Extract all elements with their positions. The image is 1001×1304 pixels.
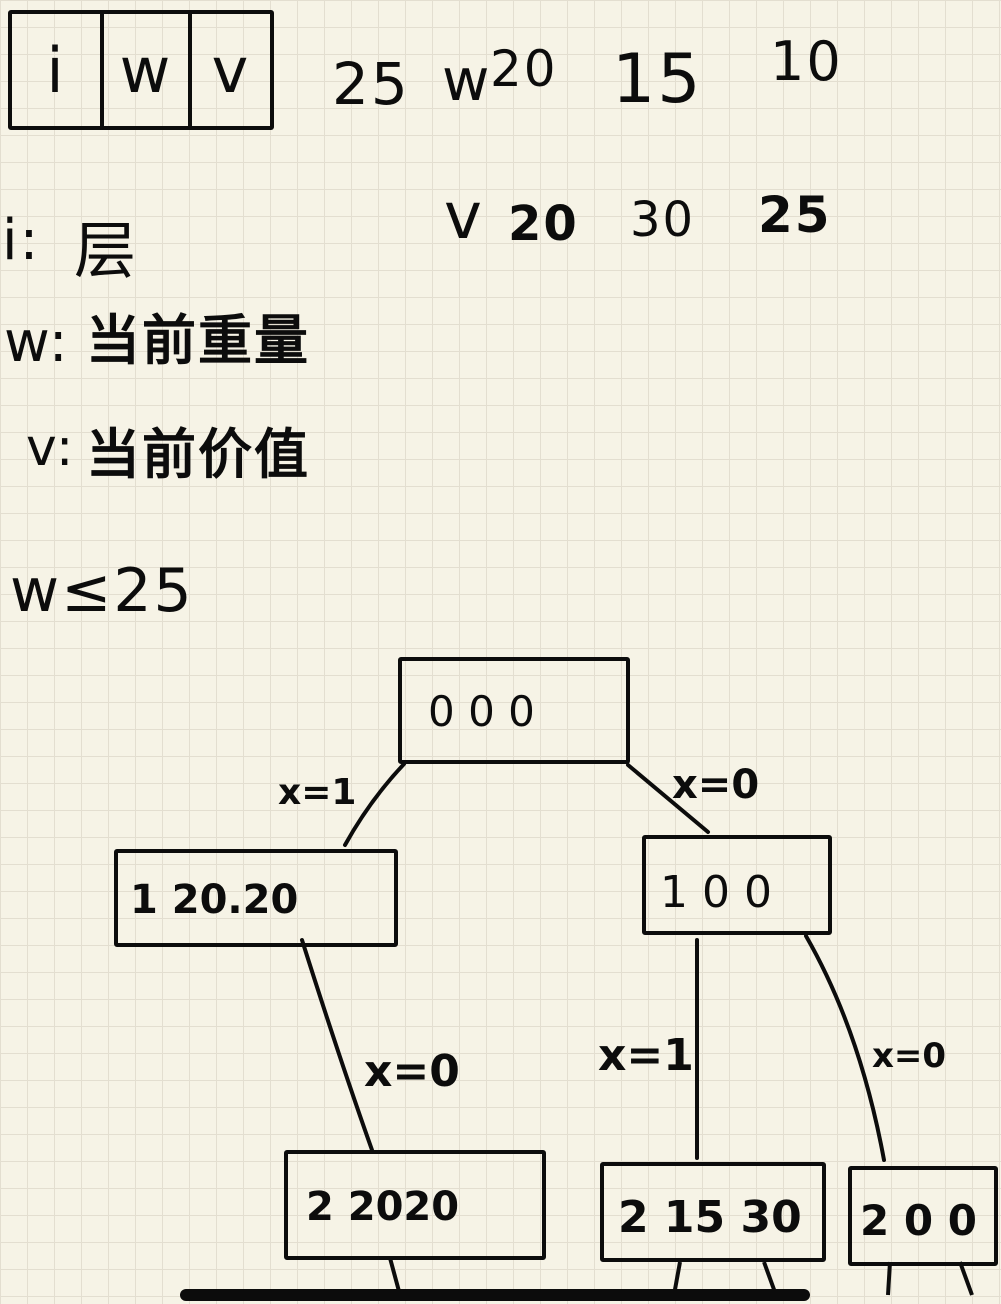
tree-node-root: 0 0 0 bbox=[398, 657, 630, 764]
value-value: 20 bbox=[508, 196, 579, 252]
weights-label: w bbox=[442, 46, 492, 114]
tree-node-left-left: 2 2020 bbox=[284, 1150, 546, 1260]
header-cell-w: w bbox=[100, 14, 188, 126]
edge-right-rightright bbox=[804, 934, 886, 1162]
edge-left-leftleft bbox=[300, 938, 374, 1152]
node-label: 2 15 30 bbox=[618, 1192, 802, 1243]
constraint: w≤25 bbox=[10, 556, 194, 626]
home-indicator[interactable] bbox=[180, 1289, 810, 1301]
legend-key: v: bbox=[26, 418, 76, 478]
tree-node-right-left: 2 15 30 bbox=[600, 1162, 826, 1262]
tree-node-right: 1 0 0 bbox=[642, 835, 832, 935]
legend-key: i: bbox=[2, 208, 41, 273]
tree-node-right-right: 2 0 0 bbox=[848, 1166, 998, 1266]
node-label: 2 0 0 bbox=[860, 1196, 977, 1245]
header-boxes: i w v bbox=[8, 10, 274, 130]
node-label: 0 0 0 bbox=[428, 687, 535, 736]
edge-label: x=0 bbox=[672, 762, 760, 808]
legend-text: 层 bbox=[74, 214, 139, 287]
weight-value: 15 bbox=[612, 40, 703, 119]
node-label: 1 20.20 bbox=[130, 877, 299, 923]
weight-value: 10 bbox=[770, 30, 843, 93]
edge-root-left bbox=[343, 762, 406, 847]
edge-label: x=1 bbox=[278, 772, 357, 813]
legend-text: 当前重量 bbox=[86, 309, 310, 372]
value-value: 25 bbox=[758, 186, 832, 244]
edge-root-right bbox=[626, 763, 710, 834]
node-label: 1 0 0 bbox=[660, 867, 772, 918]
value-value: 30 bbox=[630, 192, 696, 248]
legend-key: w: bbox=[4, 310, 70, 375]
edge-stub bbox=[958, 1261, 974, 1296]
edge-stub bbox=[388, 1257, 402, 1296]
edge-label: x=1 bbox=[598, 1030, 694, 1081]
values-label: v bbox=[444, 180, 484, 254]
tree-node-left: 1 20.20 bbox=[114, 849, 398, 947]
edge-stub bbox=[886, 1261, 892, 1296]
header-cell-i: i bbox=[46, 33, 66, 107]
weight-value: 20 bbox=[490, 40, 558, 98]
edge-label: x=0 bbox=[872, 1036, 947, 1076]
edge-label: x=0 bbox=[364, 1046, 460, 1097]
weight-value: 25 bbox=[332, 50, 410, 118]
node-label: 2 2020 bbox=[306, 1184, 460, 1230]
header-cell-v: v bbox=[188, 14, 270, 126]
legend-text: 当前价值 bbox=[86, 423, 310, 486]
